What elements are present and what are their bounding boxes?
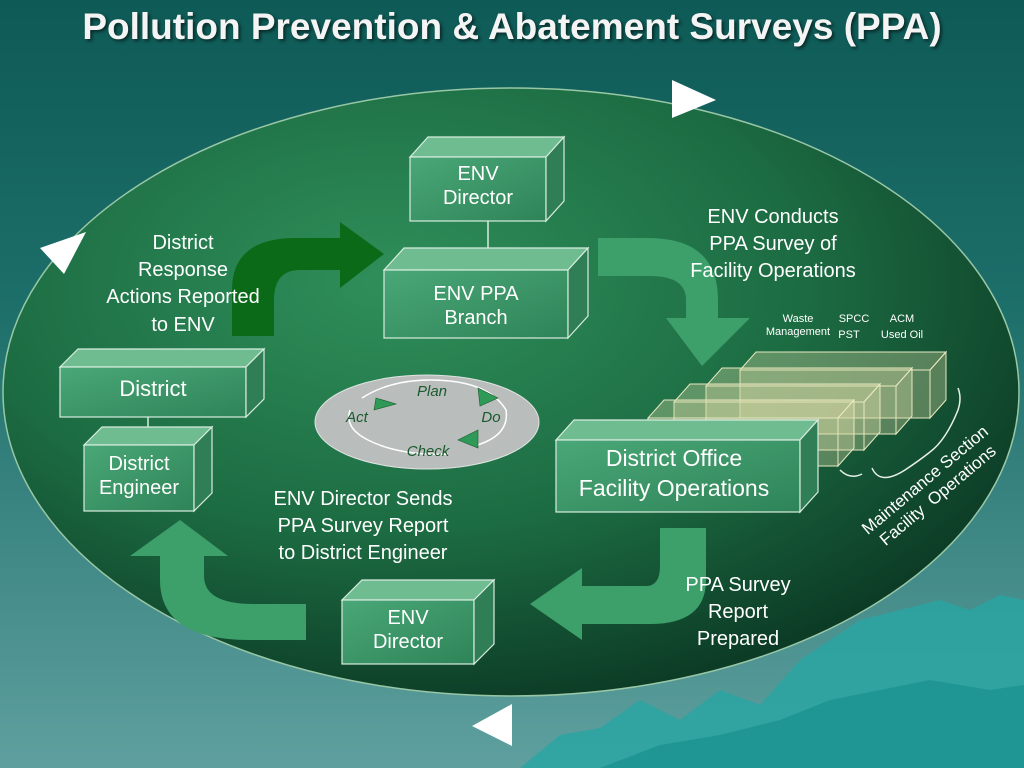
triangle-marker-bottom [472,704,512,746]
caption-district-response-line4: to ENV [151,313,215,336]
box-district-office [554,418,820,514]
arrow-director-to-engineer [130,520,306,640]
caption-env-sends-line2: PPA Survey Report [277,515,449,538]
pdca-do-label: Do [481,409,501,426]
pdca-loop [348,379,508,455]
env-ppa-branch-label: ENV PPA Branch [384,282,568,330]
pdca-plan-label: Plan [416,383,448,400]
caption-env-sends-line3: to District Engineer [278,542,448,565]
page-title: Pollution Prevention & Abatement Surveys… [82,6,942,47]
caption-district-response-line3: Actions Reported [106,286,260,309]
pdca-arrow-plan [477,387,499,407]
box-district [58,347,266,419]
caption-report-prepared: PPA Survey Report Prepared [666,572,810,654]
facility-brace [871,387,961,479]
env-ppa-branch-line1: ENV PPA [433,283,519,305]
env-director-bottom-line1: ENV [387,607,429,629]
caption-env-conducts-line3: Facility Operations [690,260,856,283]
box-env-ppa-branch [382,246,590,340]
tag-waste-management: Waste Management [762,313,834,339]
tag-spcc: SPCC [838,313,870,325]
caption-report-prepared-line3: Prepared [696,628,780,651]
pdca-arrow-act [373,397,398,411]
env-director-top-label: ENV Director [410,162,546,210]
tag-used-oil: Used Oil [880,329,924,341]
box-env-director-top [408,135,566,223]
pdca-arrow-do [457,429,479,449]
tag-waste-line1: Waste [782,313,814,325]
caption-env-sends: ENV Director Sends PPA Survey Report to … [250,486,476,568]
arrow-to-branch [232,222,384,336]
arrow-to-facility [598,238,750,366]
arrow-report-to-director [530,528,706,640]
caption-env-conducts-line2: PPA Survey of [709,233,837,256]
tag-acm: ACM [889,313,915,325]
triangle-marker-left [40,232,86,274]
env-ppa-branch-line2: Branch [444,307,508,329]
mountain-decoration-front [600,680,1024,768]
caption-district-response-line1: District [152,232,214,254]
env-director-bottom-label: ENV Director [342,606,474,654]
pdca-check-label: Check [406,443,450,460]
caption-report-prepared-line2: Report [707,601,769,624]
caption-report-prepared-line1: PPA Survey [685,574,791,596]
box-district-engineer [82,425,214,513]
caption-env-conducts-line1: ENV Conducts [707,206,839,228]
pdca-act-label: Act [346,409,368,426]
district-engineer-line1: District [108,453,170,475]
caption-district-response-line2: Response [137,259,229,282]
district-engineer-label: District Engineer [84,452,194,500]
env-director-top-line1: ENV [457,163,499,185]
caption-env-conducts: ENV Conducts PPA Survey of Facility Oper… [668,204,878,286]
district-label: District [119,376,187,401]
env-director-top-line2: Director [442,187,513,209]
caption-env-sends-line1: ENV Director Sends [273,488,453,510]
facility-brace-tick [839,469,863,477]
box-env-director-bottom [340,578,496,666]
district-office-line2: Facility Operations [578,474,770,501]
tag-waste-line2: Management [765,326,831,339]
caption-district-response: District Response Actions Reported to EN… [88,230,278,339]
env-director-bottom-line2: Director [372,631,443,653]
district-engineer-line2: Engineer [98,477,180,499]
tag-pst: PST [838,329,860,341]
district-office-label: District Office Facility Operations [556,444,792,504]
district-office-line1: District Office [605,445,743,471]
triangle-marker-top [672,80,716,118]
